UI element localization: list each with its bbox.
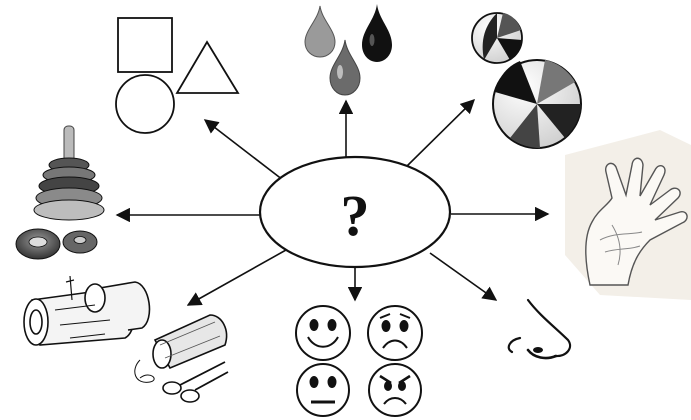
logs-fabric-icon — [23, 275, 229, 403]
drop-mid-icon — [329, 39, 361, 96]
large-ball-icon — [492, 59, 582, 149]
arrows — [115, 98, 550, 306]
happy-face-icon — [295, 305, 351, 361]
drop-dark-icon — [362, 4, 392, 62]
hub-question-mark: ? — [341, 183, 370, 248]
geometric-shapes-icon — [115, 17, 240, 134]
fabric-roll-icon — [134, 314, 228, 383]
sad-face-icon — [367, 305, 423, 361]
arrow-to-nose — [429, 252, 498, 301]
hand-outline — [585, 157, 688, 286]
drop-highlight — [337, 65, 343, 79]
hand-palm-lines — [599, 224, 643, 266]
hub-ellipse — [258, 155, 452, 269]
drop-highlight-2 — [369, 34, 375, 46]
neutral-face-icon — [296, 363, 350, 417]
arrow-to-shapes — [203, 119, 284, 181]
logs-icon — [23, 275, 151, 346]
square-icon — [117, 17, 173, 73]
balls-icon — [471, 12, 582, 149]
ring-pyramid-icon — [15, 125, 105, 260]
angry-face-icon — [368, 363, 422, 417]
center-hub: ? — [258, 155, 452, 269]
arrow-to-balls — [406, 98, 476, 167]
small-ball-icon — [471, 12, 523, 64]
drop-light-icon — [304, 5, 336, 58]
triangle-icon — [175, 40, 240, 94]
faces-icon — [295, 305, 423, 417]
nose-icon — [507, 298, 572, 360]
hand-icon — [565, 130, 691, 300]
drops-icon — [304, 4, 392, 96]
arrow-to-logs — [186, 249, 287, 306]
circle-icon — [115, 74, 175, 134]
scissors-icon — [162, 361, 229, 403]
